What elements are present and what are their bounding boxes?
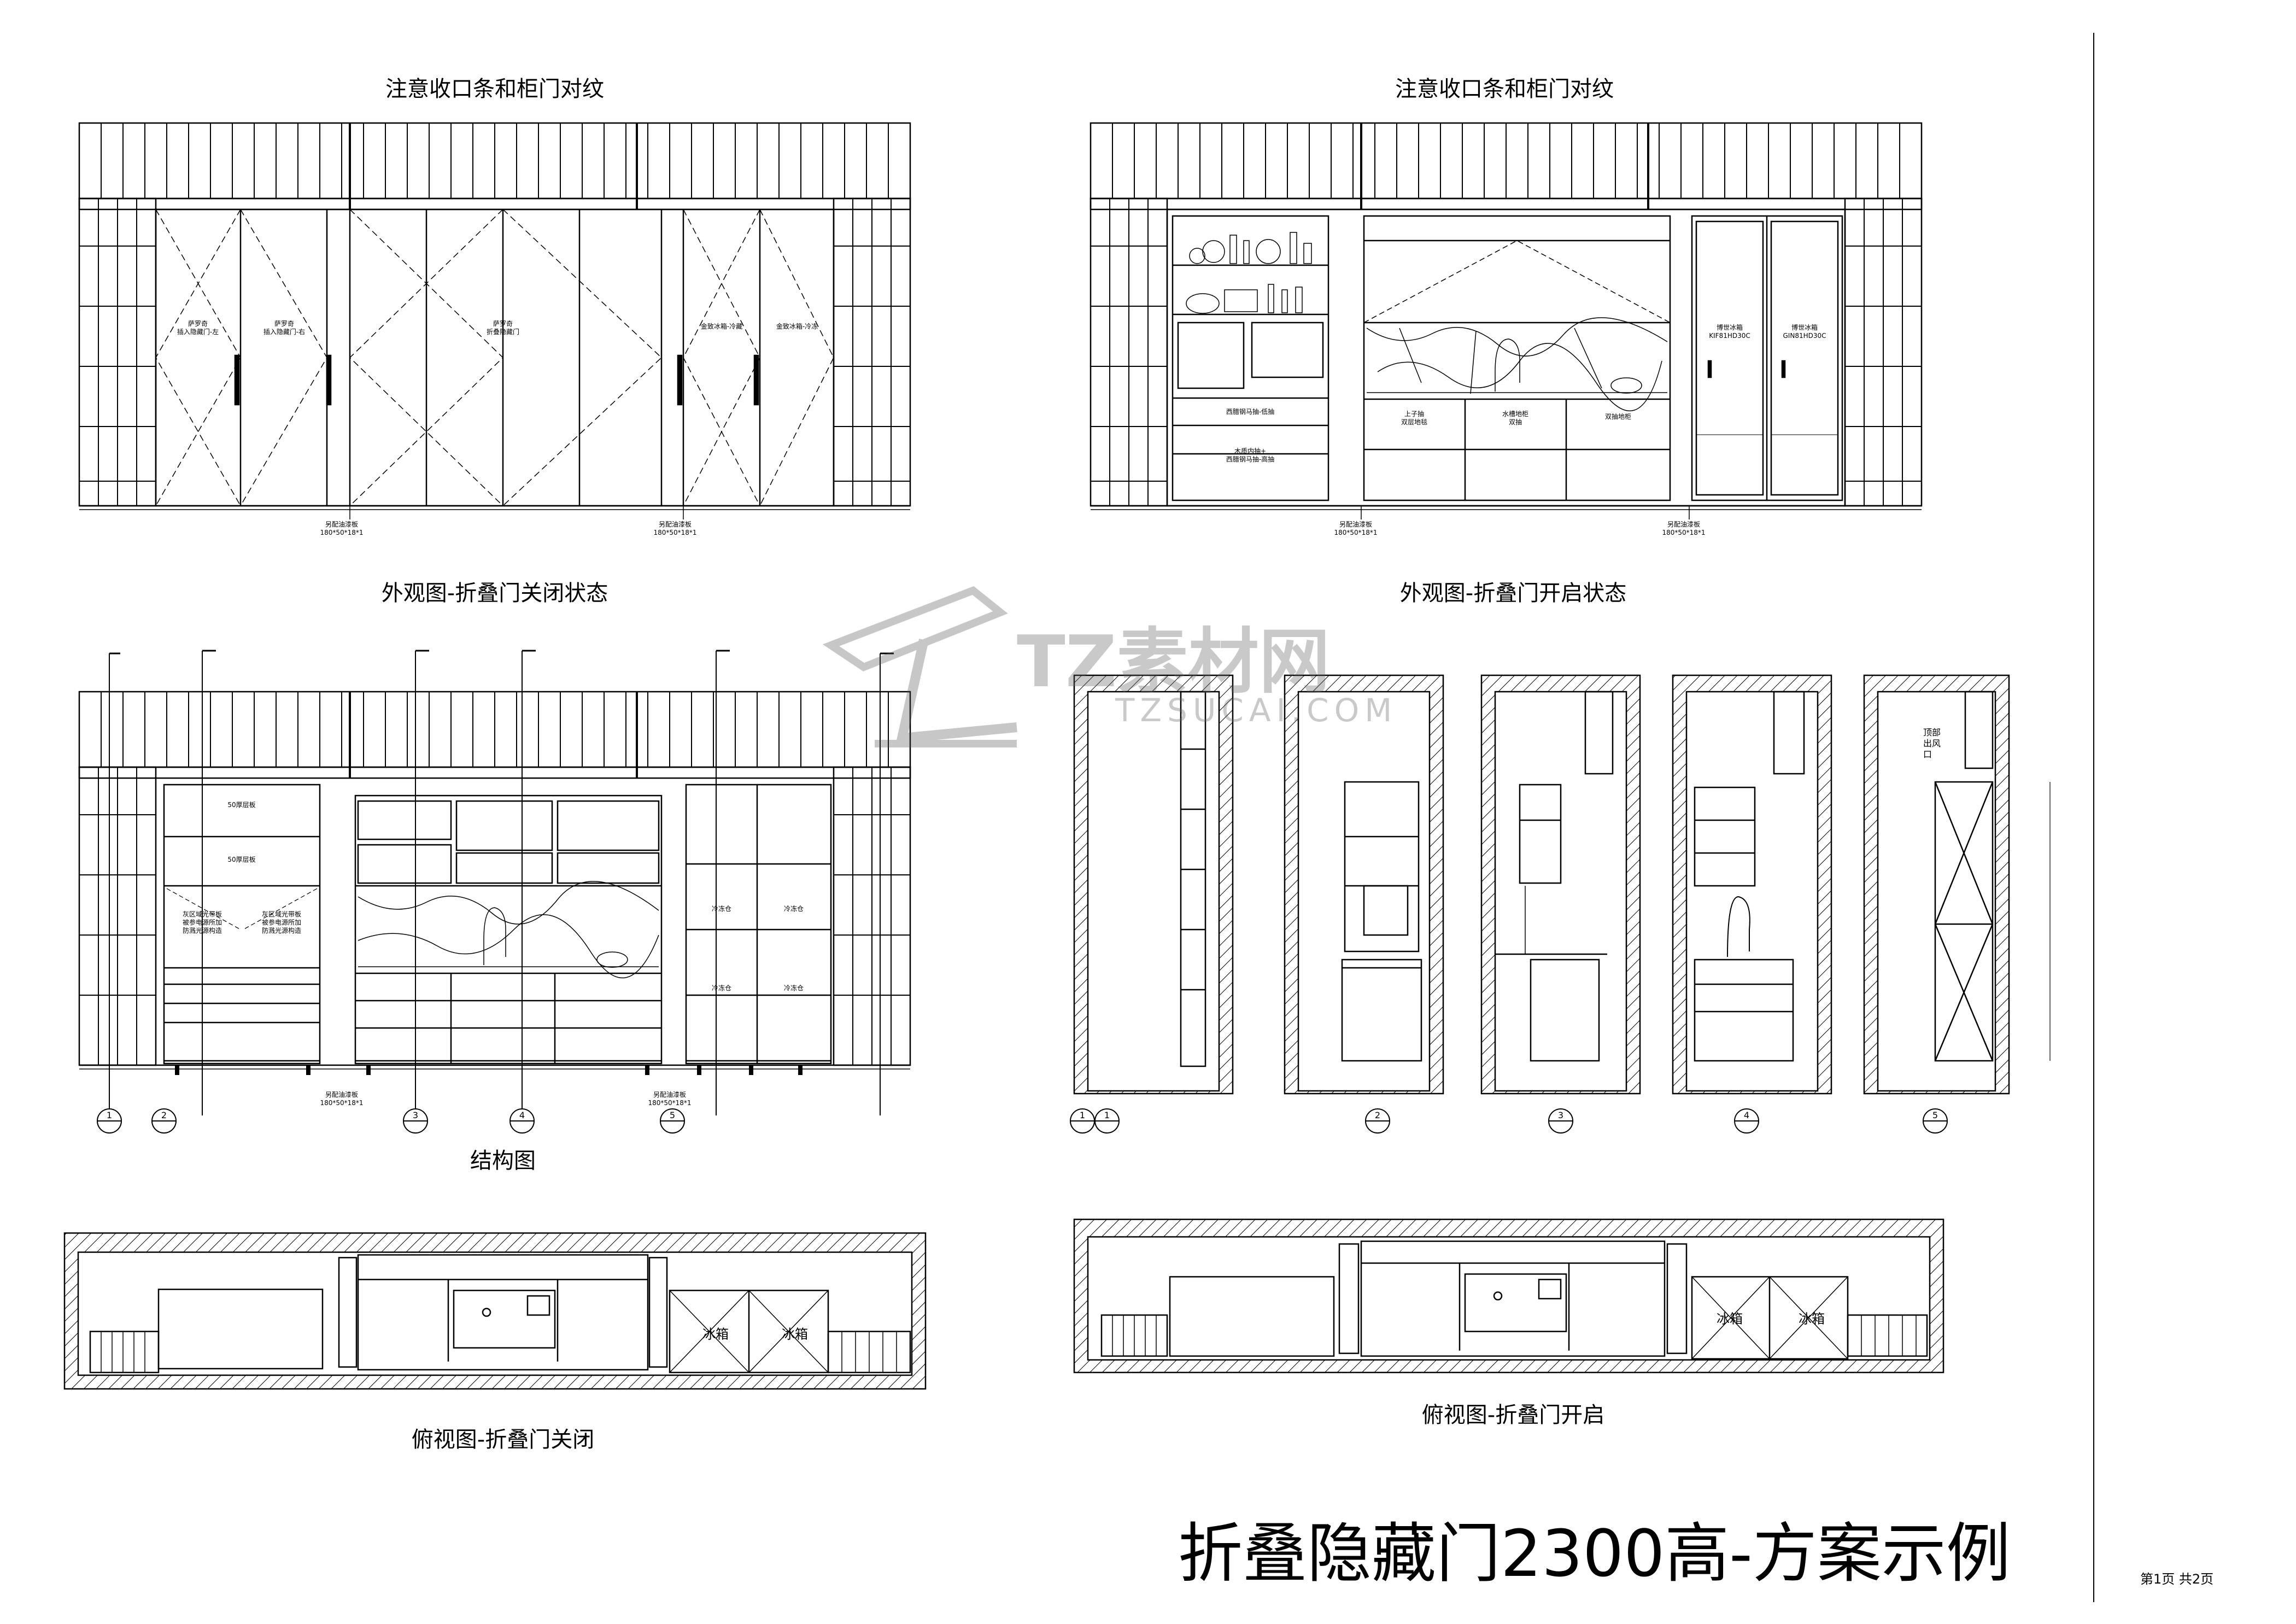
svg-text:4: 4 <box>1744 1110 1749 1120</box>
svg-text:1: 1 <box>1080 1110 1085 1120</box>
door-label: 萨罗奇插入隐藏门-右 <box>263 320 306 336</box>
svg-text:3: 3 <box>1558 1110 1563 1120</box>
plan-open-title: 俯视图-折叠门开启 <box>1421 1403 1605 1428</box>
closed-elevation <box>78 122 911 519</box>
structure-title: 结构图 <box>470 1148 536 1173</box>
svg-text:5: 5 <box>1932 1110 1938 1120</box>
open-elevation-title: 外观图-折叠门开启状态 <box>1399 581 1627 606</box>
closed-elevation-title: 外观图-折叠门关闭状态 <box>381 581 608 606</box>
logo-icon <box>822 586 1017 747</box>
door-label: 萨罗奇折叠隐藏门 <box>486 320 520 336</box>
svg-text:4: 4 <box>519 1110 525 1120</box>
door-label: 萨罗奇插入隐藏门-左 <box>177 320 219 336</box>
structure-label: 50厚层板 <box>227 801 256 809</box>
main-title: 折叠隐藏门2300高-方案示例 <box>1178 1516 2011 1591</box>
plan-open <box>1073 1218 1944 1374</box>
plan-fridge-label: 冰箱 <box>782 1327 808 1342</box>
structure-label: 灰区域光带板被参电源所加防溅光源构造 <box>182 910 222 934</box>
structure-label: 冷冻仓 <box>783 905 804 913</box>
watermark-logo <box>820 580 1028 762</box>
door-label: 金致冰箱-冷冻 <box>776 323 818 330</box>
svg-text:1: 1 <box>107 1110 112 1120</box>
svg-text:3: 3 <box>413 1110 418 1120</box>
cabinet-label: 木质内抽+西腊钢马抽-高抽 <box>1226 447 1275 463</box>
structure-marker-numbers: 1 2 3 4 5 1 <box>107 1110 1085 1120</box>
structure-section-markers <box>97 1108 1095 1134</box>
svg-text:5: 5 <box>670 1110 675 1120</box>
plan-fridge-label: 冰箱 <box>1799 1311 1825 1327</box>
watermark-brand: TZ素材网 <box>1017 620 1330 703</box>
cabinet-label: 双抽地柜 <box>1604 413 1632 420</box>
note-left: 注意收口条和柜门对纹 <box>385 77 604 102</box>
plan-closed-title: 俯视图-折叠门关闭 <box>411 1427 595 1452</box>
structure-label: 50厚层板 <box>227 856 256 863</box>
note-right: 注意收口条和柜门对纹 <box>1395 77 1614 102</box>
structure-drawing <box>78 650 911 1115</box>
door-label: 金致冰箱-冷藏 <box>700 323 743 330</box>
section-views <box>1073 674 2051 1095</box>
structure-label: 冷冻仓 <box>711 984 732 992</box>
plan-closed <box>63 1232 927 1390</box>
plan-fridge-label: 冰箱 <box>1717 1311 1743 1327</box>
cabinet-label: 上子抽双层地毯 <box>1401 410 1428 426</box>
svg-text:1: 1 <box>1104 1110 1110 1120</box>
page-number: 第1页 共2页 <box>2140 1572 2214 1587</box>
cabinet-label: 水槽地柜双抽 <box>1502 410 1529 426</box>
structure-label: 冷冻仓 <box>783 984 804 992</box>
svg-text:2: 2 <box>161 1110 167 1120</box>
plan-fridge-label: 冰箱 <box>702 1327 729 1342</box>
section-markers <box>1094 1108 1948 1134</box>
cabinet-label: 西腊钢马抽-低抽 <box>1226 408 1275 416</box>
watermark-url: TZSUCAI.COM <box>1115 692 1398 729</box>
svg-text:2: 2 <box>1375 1110 1380 1120</box>
structure-label: 冷冻仓 <box>711 905 732 913</box>
section-marker-numbers: 1 2 3 4 5 <box>1104 1110 1938 1120</box>
open-elevation <box>1090 122 1923 519</box>
vent-label: 顶部出风口 <box>1923 727 1941 760</box>
structure-label: 灰区域光带板被参电源所加防溅光源构造 <box>261 910 302 934</box>
